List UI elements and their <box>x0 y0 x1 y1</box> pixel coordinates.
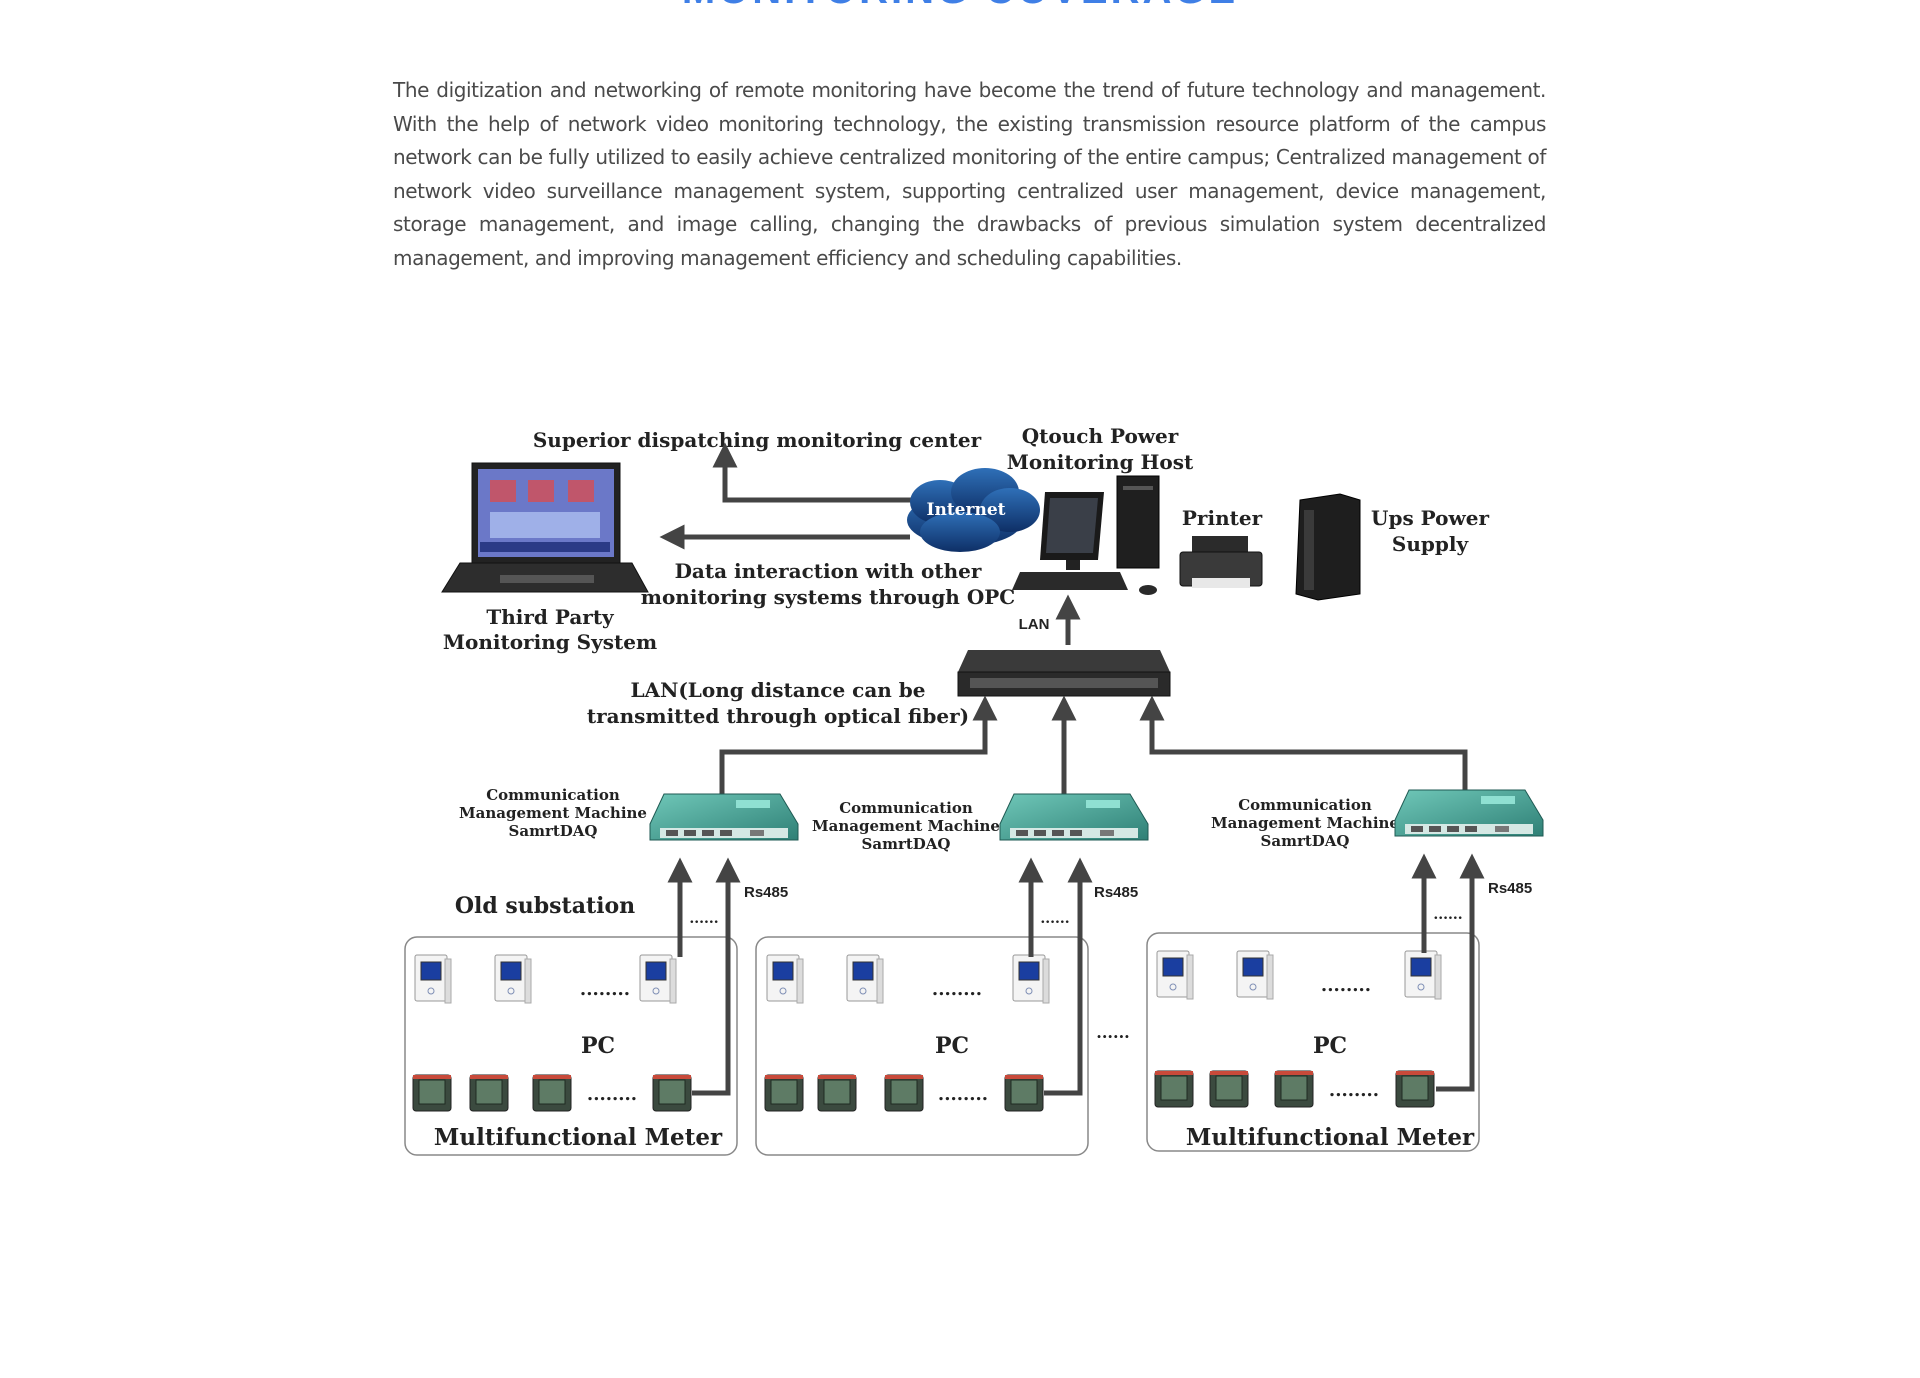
protection-device-icon <box>1156 950 1194 1000</box>
dots-small-label: ...... <box>1040 911 1069 927</box>
cmm2-label-1: Communication <box>839 799 973 817</box>
meter-icon <box>469 1074 509 1112</box>
rs485-label-2: Rs485 <box>1094 884 1138 901</box>
protection-device-icon <box>1404 950 1442 1000</box>
meter-icon <box>1274 1070 1314 1108</box>
old-substation-label: Old substation <box>455 893 635 919</box>
meter-icon <box>1209 1070 1249 1108</box>
meter-icon <box>1154 1070 1194 1108</box>
meter-icon <box>884 1074 924 1112</box>
cmm1-label-3: SamrtDAQ <box>509 822 598 840</box>
protection-device-icon <box>846 954 884 1004</box>
ups-icon <box>1295 493 1361 601</box>
meter-label-3: Multifunctional Meter <box>1186 1124 1475 1151</box>
meter-icon <box>1395 1070 1435 1108</box>
host-label-1: Qtouch Power <box>1022 424 1179 448</box>
daq-device-icon <box>649 793 799 841</box>
ups-label-2: Supply <box>1392 532 1470 556</box>
lan-long-label-1: LAN(Long distance can be <box>630 678 925 702</box>
substation-1-box <box>404 936 738 1156</box>
network-switch-icon <box>957 650 1171 697</box>
dots-small-label: ...... <box>689 911 718 927</box>
page-title: MONITORING COVERAGE <box>0 0 1920 10</box>
meter-to-daq3-arrow <box>1436 853 1485 1092</box>
pc-label-1: PC <box>581 1033 615 1059</box>
intro-paragraph: The digitization and networking of remot… <box>393 78 1546 270</box>
cmm1-label-2: Management Machine <box>459 804 647 822</box>
between-substations-dots: ...... <box>1096 1023 1129 1042</box>
protection-device-icon <box>1012 954 1050 1004</box>
daq-device-icon <box>1394 789 1544 837</box>
internet-cloud-icon <box>907 468 1040 552</box>
printer-icon <box>1179 536 1263 588</box>
pc-label-3: PC <box>1313 1033 1347 1059</box>
cmm2-label-2: Management Machine <box>812 817 1000 835</box>
meter-icon <box>764 1074 804 1112</box>
laptop-icon <box>441 462 649 593</box>
computer-icon <box>1012 475 1160 595</box>
dots-label: ........ <box>580 979 630 1000</box>
third-party-label-2: Monitoring System <box>443 630 657 654</box>
lan-label: LAN <box>1019 616 1050 633</box>
dots-label: ........ <box>932 979 982 1000</box>
third-party-label-1: Third Party <box>486 605 615 629</box>
superior-center-label: Superior dispatching monitoring center <box>533 428 982 452</box>
dots-label: ........ <box>1329 1080 1379 1101</box>
meter-icon <box>412 1074 452 1112</box>
cmm3-label-2: Management Machine <box>1211 814 1399 832</box>
opc-label-2: monitoring systems through OPC <box>641 585 1015 609</box>
ups-label-1: Ups Power <box>1371 506 1489 530</box>
protection-device-icon <box>1236 950 1274 1000</box>
daq1-to-switch-line <box>719 695 998 795</box>
rs485-label-1: Rs485 <box>744 884 788 901</box>
meter-label-1: Multifunctional Meter <box>434 1124 723 1151</box>
protection-device-icon <box>414 954 452 1004</box>
meter-to-daq2-arrow <box>1044 857 1093 1096</box>
meter-icon <box>817 1074 857 1112</box>
cmm1-label-1: Communication <box>486 786 620 804</box>
lan-long-label-2: transmitted through optical fiber) <box>587 704 969 728</box>
cmm3-label-3: SamrtDAQ <box>1261 832 1350 850</box>
meter-icon <box>532 1074 572 1112</box>
dots-label: ........ <box>1321 975 1371 996</box>
rs485-label-3: Rs485 <box>1488 880 1532 897</box>
dots-small-label: ...... <box>1433 907 1462 923</box>
substation-2-box <box>755 936 1089 1156</box>
daq-device-icon <box>999 793 1149 841</box>
internet-to-superior-arrow <box>712 442 916 503</box>
host-label-2: Monitoring Host <box>1007 450 1194 474</box>
dots-label: ........ <box>587 1084 637 1105</box>
opc-label-1: Data interaction with other <box>675 559 982 583</box>
protection-device-icon <box>639 954 677 1004</box>
protection-device-icon <box>766 954 804 1004</box>
cmm2-label-3: SamrtDAQ <box>862 835 951 853</box>
internet-label: Internet <box>927 500 1006 520</box>
meter-icon <box>1004 1074 1044 1112</box>
pc-label-2: PC <box>935 1033 969 1059</box>
daq3-to-switch-line <box>1139 695 1468 795</box>
cmm3-label-1: Communication <box>1238 796 1372 814</box>
meter-to-daq1-arrow <box>692 857 741 1096</box>
dots-label: ........ <box>938 1084 988 1105</box>
meter-icon <box>652 1074 692 1112</box>
protection-device-icon <box>494 954 532 1004</box>
substation-3-box <box>1146 932 1480 1152</box>
printer-label: Printer <box>1182 506 1263 530</box>
